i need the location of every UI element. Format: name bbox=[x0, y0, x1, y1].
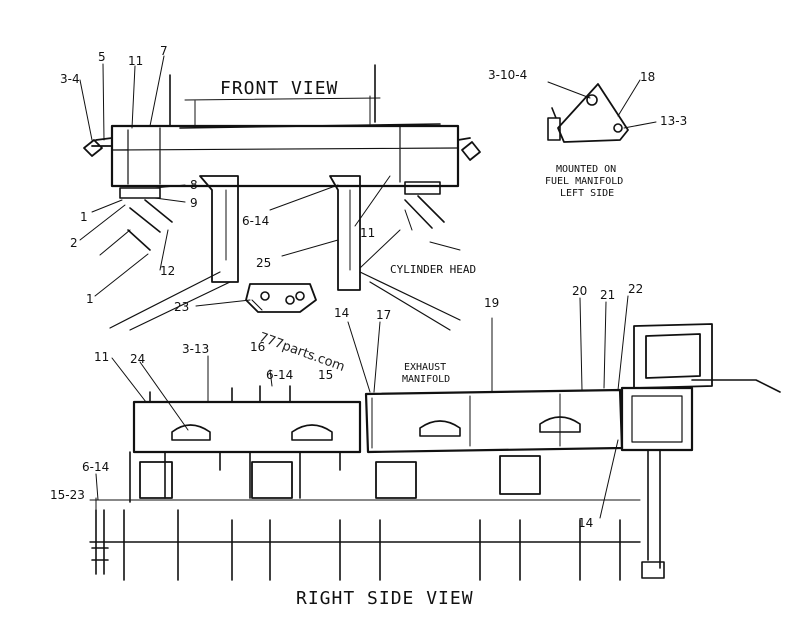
callout-3-13: 3-13 bbox=[182, 342, 210, 356]
callout-15-23: 15-23 bbox=[50, 488, 85, 502]
cylinder-head-label: CYLINDER HEAD bbox=[390, 263, 477, 276]
callout-14-upper: 14 bbox=[334, 306, 350, 320]
front-plate-bolt-2 bbox=[285, 295, 295, 305]
callout-25: 25 bbox=[256, 256, 272, 270]
inset-note-line1: MOUNTED ON bbox=[556, 164, 617, 175]
right-side-view-drawing bbox=[89, 323, 781, 581]
inset-drawing bbox=[547, 79, 657, 143]
callout-12: 12 bbox=[160, 264, 176, 278]
left-manifold-bosses bbox=[149, 385, 291, 403]
elbow-1 bbox=[139, 461, 173, 499]
callout-22: 22 bbox=[628, 282, 644, 296]
front-right-tube bbox=[404, 181, 445, 229]
callout-6-14-left: 6-14 bbox=[82, 460, 110, 474]
front-plate-bolt-3 bbox=[295, 291, 305, 301]
inset-leaders bbox=[547, 79, 657, 129]
front-left-bracket bbox=[199, 175, 239, 283]
callout-17: 17 bbox=[376, 308, 392, 322]
left-stud bbox=[91, 509, 109, 575]
inset-top-hole bbox=[586, 94, 598, 106]
front-housing-lines bbox=[184, 95, 381, 127]
front-bottom-plate bbox=[245, 283, 317, 313]
front-view-title: FRONT VIEW bbox=[220, 78, 339, 99]
callout-23: 23 bbox=[174, 300, 190, 314]
callout-3-10-4: 3-10-4 bbox=[488, 68, 528, 82]
inset-left-fitting bbox=[547, 107, 561, 141]
front-center-bracket bbox=[329, 175, 361, 291]
front-plate-bolt-1 bbox=[260, 291, 270, 301]
left-manifold-body bbox=[132, 400, 362, 454]
inset-note-line2: FUEL MANIFOLD bbox=[545, 176, 624, 187]
right-side-view-title: RIGHT SIDE VIEW bbox=[296, 588, 474, 609]
callout-19: 19 bbox=[484, 296, 500, 310]
callout-8: 8 bbox=[190, 178, 198, 192]
callout-14-lower: 14 bbox=[578, 516, 594, 530]
inset-right-bolt bbox=[613, 123, 623, 133]
front-left-tube bbox=[119, 187, 173, 251]
callout-13-3: 13-3 bbox=[660, 114, 688, 128]
front-crossbar bbox=[110, 124, 460, 188]
exhaust-manifold-label-1: EXHAUST bbox=[404, 362, 447, 373]
exhaust-manifold-body bbox=[364, 388, 624, 454]
callout-20: 20 bbox=[572, 284, 588, 298]
inset-note-line3: LEFT SIDE bbox=[560, 188, 615, 199]
cylinder-head-lines bbox=[109, 271, 461, 331]
front-left-fitting bbox=[83, 137, 113, 157]
clamp-4 bbox=[539, 416, 581, 433]
side-leader-lines bbox=[95, 295, 629, 519]
callout-1-upper: 1 bbox=[80, 210, 88, 224]
callout-24: 24 bbox=[130, 352, 146, 366]
callout-18: 18 bbox=[640, 70, 656, 84]
front-leader-lines bbox=[79, 55, 461, 311]
callout-15: 15 bbox=[318, 368, 334, 382]
clamp-2 bbox=[291, 424, 333, 441]
callout-16: 16 bbox=[250, 340, 266, 354]
clamp-1 bbox=[171, 424, 211, 441]
callout-11-front: 11 bbox=[360, 226, 376, 240]
upper-right-housing bbox=[633, 323, 713, 389]
callout-7: 7 bbox=[160, 44, 168, 58]
exhaust-manifold-label-2: MANIFOLD bbox=[402, 374, 451, 385]
exhaust-manifold-ribs bbox=[371, 393, 561, 449]
front-view-drawing bbox=[83, 64, 481, 331]
block-cylinders bbox=[123, 509, 621, 581]
callout-11-side: 11 bbox=[94, 350, 110, 364]
callout-21: 21 bbox=[600, 288, 616, 302]
elbow-3 bbox=[375, 461, 417, 499]
elbow-4 bbox=[499, 455, 541, 495]
elbow-2 bbox=[251, 461, 293, 499]
callout-5: 5 bbox=[98, 50, 106, 64]
front-right-fitting bbox=[457, 137, 481, 161]
callout-6-14-side: 6-14 bbox=[266, 368, 294, 382]
callout-1-lower: 1 bbox=[86, 292, 94, 306]
callout-11-top: 11 bbox=[128, 54, 144, 68]
inset-bracket bbox=[557, 83, 629, 143]
callout-2: 2 bbox=[70, 236, 78, 250]
callout-9: 9 bbox=[190, 196, 198, 210]
front-bracket-slots bbox=[225, 189, 351, 271]
callout-6-14-front: 6-14 bbox=[242, 214, 270, 228]
clamp-3 bbox=[419, 420, 461, 437]
right-housing-inner bbox=[631, 395, 683, 443]
left-manifold-outlets bbox=[129, 451, 341, 503]
callout-3-4: 3-4 bbox=[60, 72, 80, 86]
front-crossbar-detail bbox=[111, 125, 459, 185]
right-bracket-down bbox=[641, 379, 781, 579]
